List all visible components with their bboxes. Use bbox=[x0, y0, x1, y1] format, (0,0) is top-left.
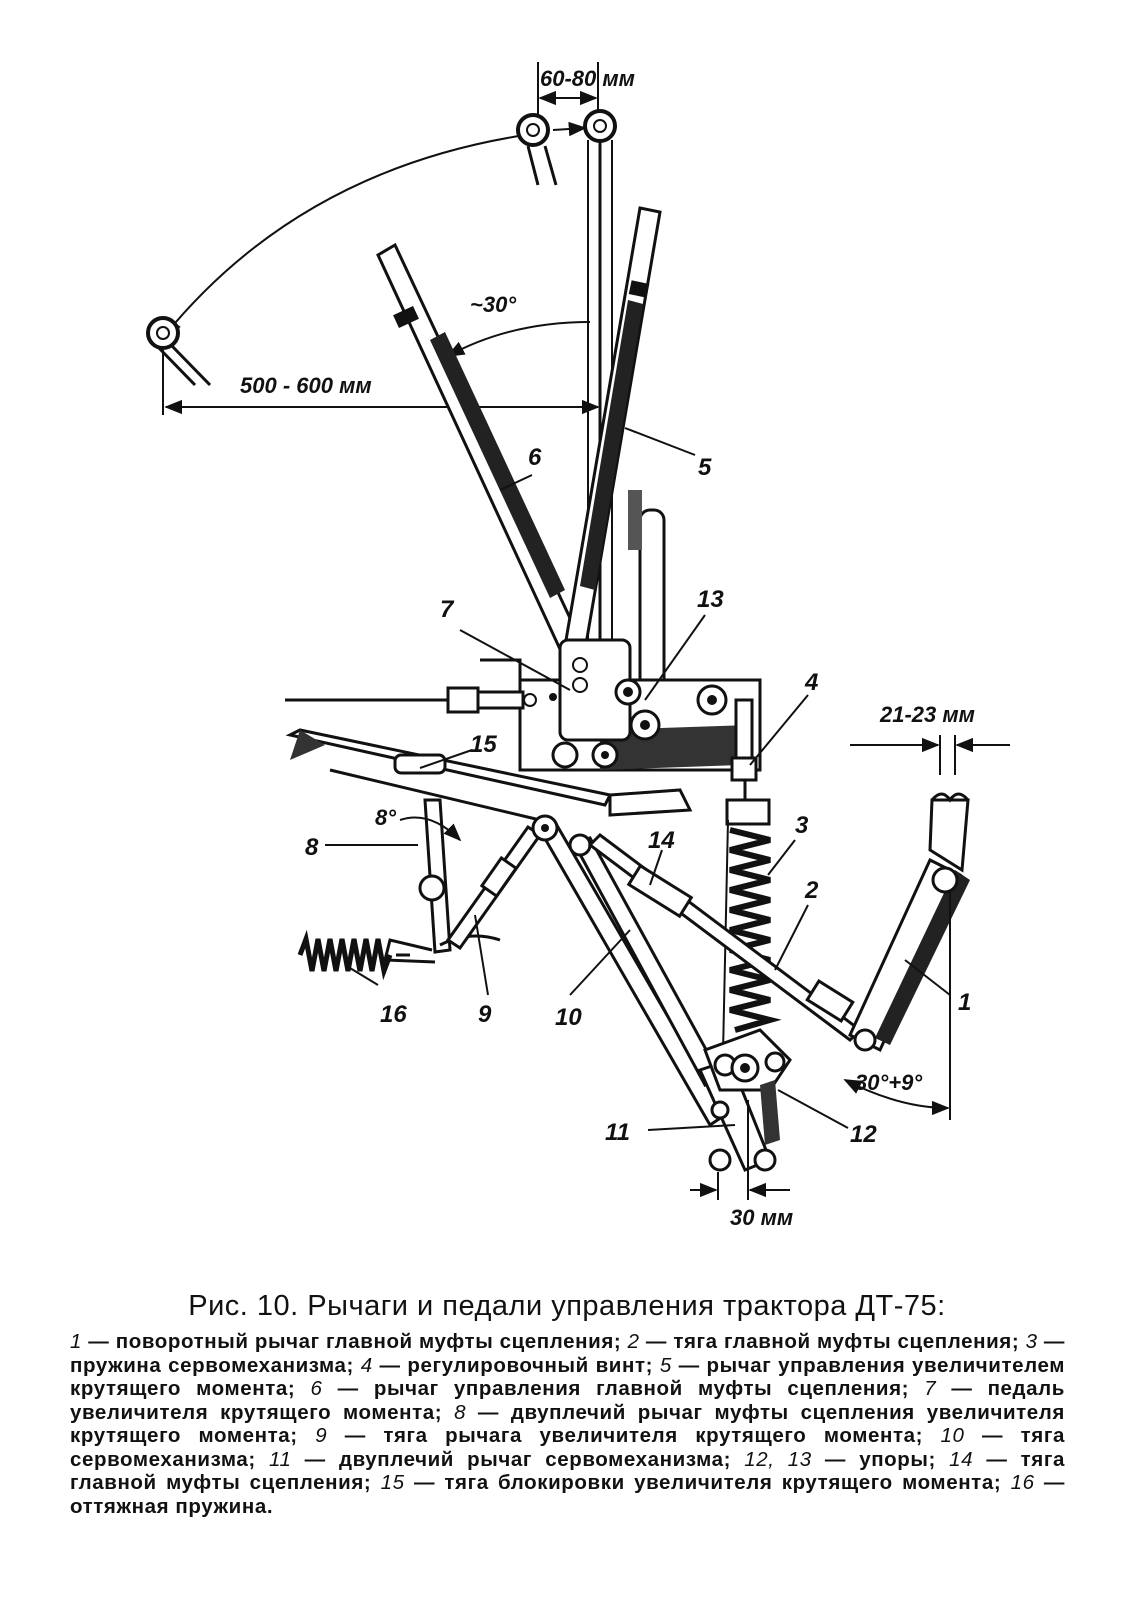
legend-item-number: 15 bbox=[380, 1471, 405, 1494]
legend-item-number: 2 bbox=[627, 1330, 640, 1353]
legend-item-number: 5 bbox=[659, 1353, 672, 1377]
label-part-5: 5 bbox=[698, 454, 712, 481]
label-part-13: 13 bbox=[697, 586, 724, 613]
figure-caption-title: Рис. 10. Рычаги и педали управления трак… bbox=[188, 1290, 946, 1322]
adjusting-screw bbox=[730, 698, 758, 800]
dimension-top-gap: 60-80 мм bbox=[537, 62, 635, 120]
legend-item: 5 — рычаг управления увеличителем крутящ… bbox=[70, 1353, 1066, 1401]
legend-item-text: двуплечий рычаг муфты сцепления увеличит… bbox=[70, 1400, 1065, 1448]
legend-item: 10 — тяга сервомеханизма; bbox=[70, 1424, 1065, 1471]
label-part-10: 10 bbox=[555, 1004, 582, 1031]
label-part-15: 15 bbox=[470, 731, 497, 758]
legend-item-text: тяга рычага увеличителя крутящего момент… bbox=[383, 1424, 924, 1447]
legend-item-text: тяга главной муфты сцепления; bbox=[70, 1447, 1065, 1495]
dimension-bottom-gap: 30 мм bbox=[690, 1100, 793, 1230]
rod-9 bbox=[445, 824, 543, 951]
bottom-gap-label: 30 мм bbox=[730, 1205, 793, 1230]
label-part-4: 4 bbox=[804, 669, 818, 696]
label-part-11: 11 bbox=[605, 1119, 630, 1146]
label-part-12: 12 bbox=[850, 1121, 877, 1148]
legend-item-text: упоры; bbox=[859, 1447, 936, 1471]
legend-item-number: 11 bbox=[268, 1447, 292, 1471]
legend-item-number: 16 bbox=[1010, 1471, 1035, 1494]
label-part-9: 9 bbox=[478, 1001, 492, 1028]
legend-item-number: 1 bbox=[70, 1330, 83, 1353]
angle-30-label: ~30° bbox=[470, 292, 516, 317]
legend-item: 7 — педаль увеличителя крутящего момента… bbox=[70, 1377, 1065, 1424]
label-part-7: 7 bbox=[440, 596, 455, 623]
legend-item-text: пружина сервомеханизма; bbox=[70, 1353, 354, 1377]
legend-item: 16 — оттяжная пружина. bbox=[70, 1471, 1065, 1518]
label-part-16: 16 bbox=[380, 1001, 407, 1028]
screw-gap-label: 21-23 мм bbox=[879, 702, 975, 727]
label-part-2: 2 bbox=[804, 877, 819, 904]
legend-item: 4 — регулировочный винт; bbox=[360, 1353, 654, 1377]
legend-item: 6 — рычаг управления главной муфты сцепл… bbox=[310, 1377, 910, 1400]
legend-item-number: 6 bbox=[310, 1377, 323, 1400]
bracket-column bbox=[628, 490, 666, 712]
lever-angle-label: 30°+9° bbox=[855, 1070, 922, 1095]
legend-item-text: тяга блокировки увеличителя крутящего мо… bbox=[444, 1471, 1002, 1494]
label-part-14: 14 bbox=[648, 827, 675, 854]
legend-item-text: двуплечий рычаг сервомеханизма; bbox=[338, 1447, 732, 1471]
pedal-8: 8° bbox=[375, 798, 501, 964]
legend-item-number: 12, 13 bbox=[744, 1447, 812, 1471]
legend-item-text: поворотный рычаг главной муфты сцепления… bbox=[115, 1330, 622, 1353]
mechanism-drawing: 60-80 мм 500 - 600 мм ~30° bbox=[146, 62, 1010, 1230]
legend-item: 3 — пружина сервомеханизма; bbox=[70, 1330, 1065, 1377]
mechanism-figure: 60-80 мм 500 - 600 мм ~30° bbox=[146, 62, 1010, 1230]
legend-item-number: 10 bbox=[940, 1424, 965, 1447]
legend-item: 2 — тяга главной муфты сцепления; bbox=[627, 1330, 1020, 1353]
figure-legend: 1 — поворотный рычаг главной муфты сцепл… bbox=[70, 1330, 1065, 1518]
central-mechanism bbox=[480, 638, 762, 772]
label-part-1: 1 bbox=[958, 989, 971, 1016]
dimension-lever-travel: 500 - 600 мм bbox=[162, 350, 600, 415]
legend-item: 11 — двуплечий рычаг сервомеханизма; bbox=[268, 1447, 732, 1471]
label-part-6: 6 bbox=[528, 444, 542, 471]
rod-15 bbox=[285, 728, 693, 822]
lever-1 bbox=[848, 792, 970, 1053]
label-part-3: 3 bbox=[795, 812, 809, 839]
legend-item-text: педаль увеличителя крутящего момента; bbox=[70, 1377, 1065, 1424]
legend-item: 9 — тяга рычага увеличителя крутящего мо… bbox=[315, 1424, 924, 1447]
lever-travel-label: 500 - 600 мм bbox=[240, 373, 372, 398]
legend-item: 14 — тяга главной муфты сцепления; bbox=[70, 1447, 1065, 1495]
legend-item-text: тяга главной муфты сцепления; bbox=[673, 1330, 1020, 1353]
legend-item-number: 7 bbox=[924, 1377, 937, 1400]
pedal-angle-label: 8° bbox=[375, 805, 396, 830]
lever-11 bbox=[568, 833, 792, 1172]
servo-spring bbox=[721, 798, 782, 1101]
dimension-angle-30: ~30° bbox=[446, 292, 591, 357]
top-gap-label: 60-80 мм bbox=[540, 66, 635, 91]
legend-item: 1 — поворотный рычаг главной муфты сцепл… bbox=[70, 1330, 622, 1353]
legend-item: 15 — тяга блокировки увеличителя крутяще… bbox=[380, 1471, 1002, 1494]
legend-item-text: оттяжная пружина. bbox=[70, 1494, 274, 1518]
pull-spring-16 bbox=[297, 929, 410, 981]
dimension-angle-lever-1: 30°+9° bbox=[843, 890, 951, 1120]
lever-travel-arc bbox=[146, 113, 587, 387]
dimension-screw-gap: 21-23 мм bbox=[850, 702, 1010, 775]
label-part-8: 8 bbox=[305, 834, 319, 861]
legend-item-number: 14 bbox=[949, 1447, 974, 1471]
legend-item-text: рычаг управления главной муфты сцепления… bbox=[373, 1377, 910, 1400]
legend-item-text: рычаг управления увеличителем крутящего … bbox=[70, 1353, 1066, 1401]
legend-item: 12, 13 — упоры; bbox=[744, 1447, 936, 1471]
legend-item: 8 — двуплечий рычаг муфты сцепления увел… bbox=[70, 1400, 1065, 1448]
legend-item-number: 9 bbox=[315, 1424, 328, 1447]
legend-item-number: 4 bbox=[360, 1353, 373, 1377]
legend-item-text: тяга сервомеханизма; bbox=[70, 1424, 1065, 1471]
legend-item-number: 3 bbox=[1025, 1330, 1038, 1353]
left-rod bbox=[285, 686, 525, 714]
part-labels: 1 2 3 4 5 6 7 8 9 10 11 12 13 14 15 16 bbox=[305, 427, 971, 1148]
legend-item-number: 8 bbox=[454, 1400, 467, 1424]
legend-item-text: регулировочный винт; bbox=[407, 1353, 654, 1377]
